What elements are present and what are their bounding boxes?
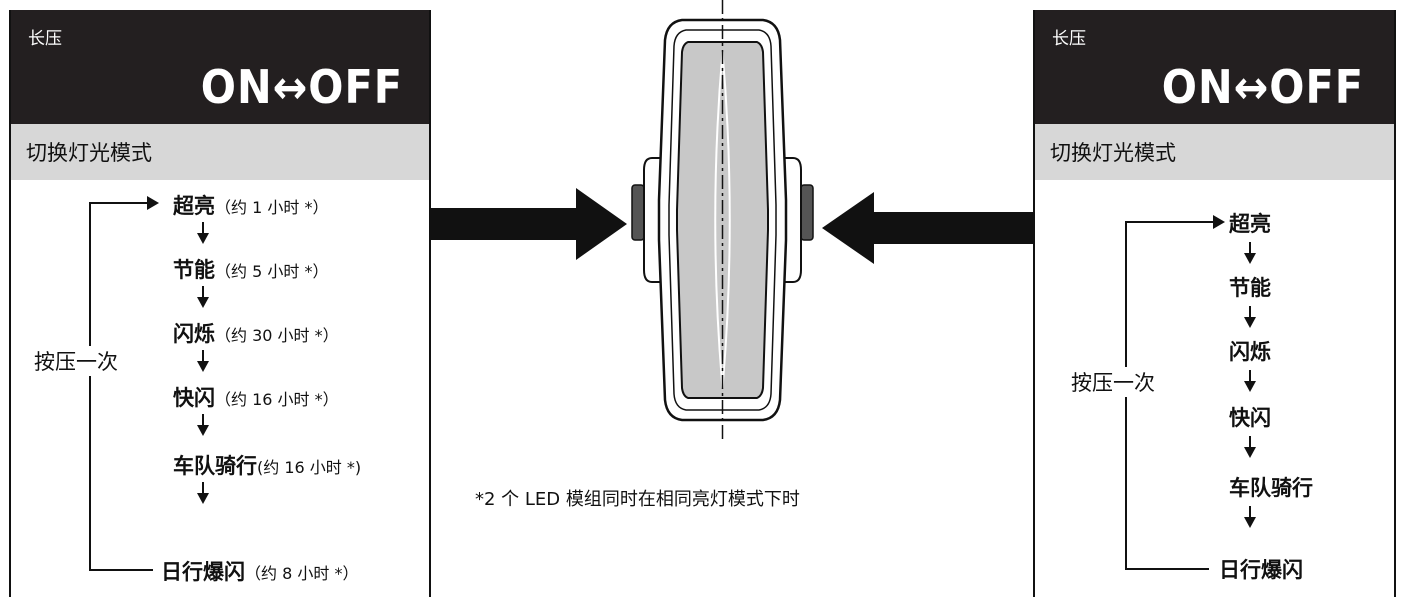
left-mode-item: 车队骑行(约 16 小时 *)	[173, 454, 362, 478]
bike-light-device	[631, 0, 814, 440]
left-loop-line-bottom	[89, 569, 153, 571]
left-pointer-arrow-icon	[431, 188, 627, 260]
down-arrow-icon	[197, 414, 209, 436]
right-mode-item: 闪烁	[1229, 340, 1271, 364]
right-power-header: 长压 ON↔OFF	[1035, 10, 1394, 124]
right-mode-item: 车队骑行	[1229, 476, 1313, 500]
left-loop-line-top	[89, 202, 149, 204]
left-loop-line-vertical	[89, 202, 91, 571]
left-switch-mode-bar: 切换灯光模式	[11, 124, 429, 180]
footnote-text: *2 个 LED 模组同时在相同亮灯模式下时	[475, 489, 800, 510]
down-arrow-icon	[1244, 436, 1256, 458]
left-loop-arrowhead	[147, 196, 159, 210]
down-arrow-icon	[1244, 506, 1256, 528]
left-mode-cycle: 按压一次 超亮（约 1 小时 *） 节能（约 5 小时 *） 闪烁（约 30 小…	[11, 180, 429, 597]
left-mode-item: 超亮（约 1 小时 *）	[173, 194, 329, 218]
right-press-once-label: 按压一次	[1070, 367, 1156, 397]
down-arrow-icon	[197, 482, 209, 504]
right-mode-item: 节能	[1229, 276, 1271, 300]
right-long-press-label: 长压	[1052, 29, 1086, 49]
left-mode-item: 节能（约 5 小时 *）	[173, 258, 329, 282]
right-on-off-label: ON↔OFF	[1161, 60, 1364, 114]
left-on-off-label: ON↔OFF	[200, 60, 403, 114]
right-switch-mode-bar: 切换灯光模式	[1035, 124, 1394, 180]
left-power-header: 长压 ON↔OFF	[11, 10, 429, 124]
right-switch-mode-label: 切换灯光模式	[1050, 141, 1176, 165]
down-arrow-icon	[1244, 242, 1256, 264]
down-arrow-icon	[197, 286, 209, 308]
left-mode-item: 闪烁（约 30 小时 *）	[173, 322, 339, 346]
left-press-once-label: 按压一次	[33, 346, 119, 376]
right-instruction-panel: 长压 ON↔OFF 切换灯光模式 按压一次 超亮 节能 闪烁 快闪 车队骑行 日…	[1033, 10, 1396, 597]
down-arrow-icon	[197, 222, 209, 244]
right-loop-line-bottom	[1125, 568, 1209, 570]
down-arrow-icon	[1244, 306, 1256, 328]
left-mode-item: 快闪（约 16 小时 *）	[173, 386, 339, 410]
left-switch-mode-label: 切换灯光模式	[26, 141, 152, 165]
right-mode-item: 快闪	[1229, 406, 1271, 430]
down-arrow-icon	[197, 350, 209, 372]
down-arrow-icon	[1244, 370, 1256, 392]
right-loop-arrowhead	[1213, 215, 1225, 229]
right-mode-item: 日行爆闪	[1219, 558, 1303, 582]
left-instruction-panel: 长压 ON↔OFF 切换灯光模式 按压一次 超亮（约 1 小时 *） 节能（约 …	[9, 10, 431, 597]
left-long-press-label: 长压	[28, 29, 62, 49]
right-pointer-arrow-icon	[822, 192, 1033, 264]
right-loop-line-top	[1125, 221, 1215, 223]
left-mode-item: 日行爆闪（约 8 小时 *）	[161, 560, 359, 584]
right-mode-item: 超亮	[1229, 212, 1271, 236]
right-mode-cycle: 按压一次 超亮 节能 闪烁 快闪 车队骑行 日行爆闪	[1035, 180, 1394, 597]
